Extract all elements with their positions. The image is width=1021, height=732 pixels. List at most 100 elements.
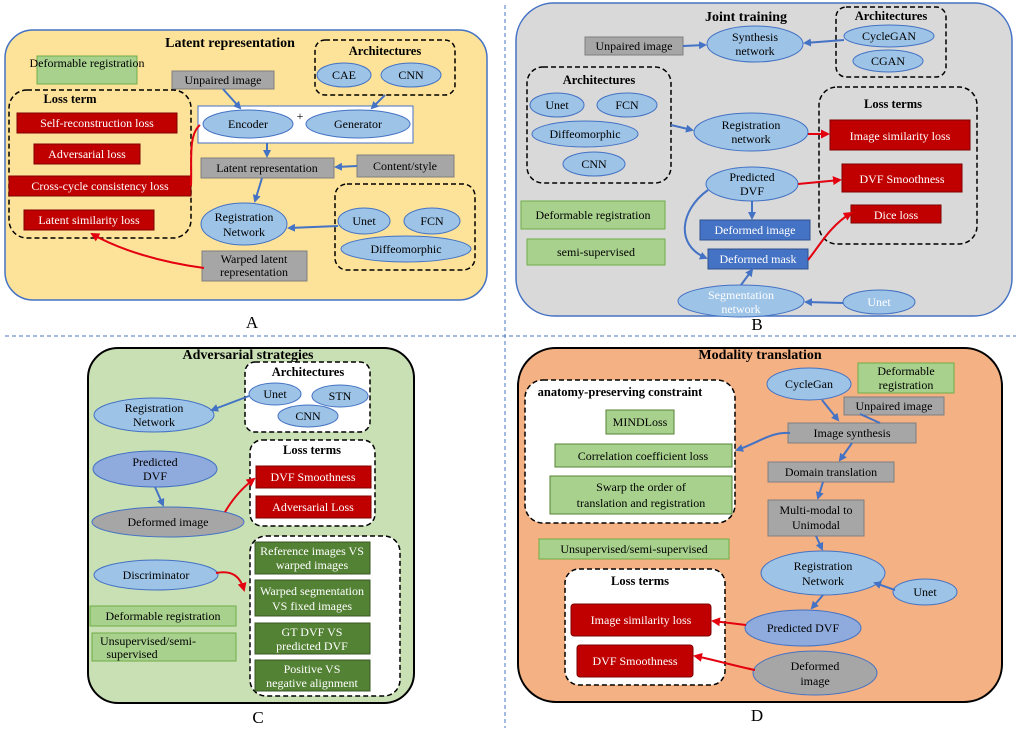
c-loss-title: Loss terms <box>283 443 341 457</box>
b-segmentation-label-1: Segmentation <box>708 288 774 302</box>
a-arch-title: Architectures <box>349 44 422 58</box>
b-semi-label: semi-supervised <box>557 245 635 259</box>
panel-a-title: Latent representation <box>165 36 295 51</box>
c-dvf-smooth-label: DVF Smoothness <box>270 470 355 484</box>
d-arrow-synth-domain <box>838 442 853 462</box>
c-strategy-2-box <box>254 579 371 617</box>
d-mm-label-1: Multi-modal to <box>780 503 853 517</box>
c-deformable-label: Deformable registration <box>106 609 221 623</box>
c-adv-label: Adversarial Loss <box>272 500 354 514</box>
a-arch2-box <box>334 183 476 271</box>
a-arrow-unpaired-encoder <box>222 88 242 110</box>
a-generator-ellipse <box>305 109 411 139</box>
b-unpaired-label: Unpaired image <box>596 39 673 53</box>
d-mind-box <box>605 409 675 435</box>
c-unet-ellipse <box>248 382 302 406</box>
d-cyclegan-label: CycleGan <box>785 377 833 391</box>
c-arch-title: Architectures <box>272 365 345 379</box>
d-reg-network-label-1: Registration <box>794 559 853 573</box>
b-segmentation-label-2: network <box>721 302 760 316</box>
c-cnn-ellipse <box>277 404 339 428</box>
a-reg-network-ellipse <box>200 202 288 246</box>
panel-d-letter: D <box>751 706 763 725</box>
d-unpaired-box <box>843 396 945 416</box>
c-deformed-label: Deformed image <box>128 515 209 529</box>
d-arrow-synth-corr <box>735 431 791 452</box>
c-strategy-2-label-2: VS fixed images <box>272 599 352 613</box>
c-cnn-label: CNN <box>295 409 321 423</box>
b-deformed-image-box <box>699 219 811 241</box>
d-mind-label: MINDLoss <box>613 415 668 429</box>
b-arrow-dvf-smooth <box>797 176 842 186</box>
c-reg-network-label-2: Network <box>133 415 175 429</box>
d-swarp-label-2: translation and registration <box>577 496 706 510</box>
d-arrow-mm-reg <box>815 535 824 551</box>
b-cgan-label: CGAN <box>871 54 905 68</box>
c-strategy-1-label-1: Reference images VS <box>260 544 364 558</box>
c-strategy-4-box <box>254 659 371 692</box>
b-arrow-arch-reg <box>670 124 694 133</box>
c-adv-box <box>255 495 372 519</box>
d-deformable-label-1: Deformable <box>877 364 934 378</box>
d-unpaired-label: Unpaired image <box>856 399 933 413</box>
c-unsup-label-2: supervised <box>106 647 157 661</box>
panel-a-letter: A <box>246 313 259 332</box>
a-unet-ellipse <box>337 207 391 235</box>
d-deformed-ellipse <box>752 650 878 696</box>
c-arrow-arch-reg <box>210 395 250 412</box>
c-predicted-dvf-label-1: Predicted <box>132 455 177 469</box>
b-cyclegan-label: CycleGAN <box>862 29 916 43</box>
b-predicted-dvf-label-2: DVF <box>740 184 764 198</box>
a-encoder-label: Encoder <box>228 117 268 131</box>
c-arrow-dvf-deformed <box>154 486 165 507</box>
c-strategy-2-label-1: Warped segmentation <box>260 584 364 598</box>
d-reg-network-label-2: Network <box>802 574 844 588</box>
panel-c: Adversarial strategies Architectures Une… <box>87 347 415 727</box>
b-arch-right-box <box>835 6 947 78</box>
a-warped-label-1: Warped latent <box>221 252 288 266</box>
c-strategy-3-box <box>254 622 371 655</box>
c-unsup-label-1: Unsupervised/semi- <box>100 634 196 648</box>
panel-b-title: Joint training <box>705 10 787 25</box>
a-content-style-label: Content/style <box>373 159 437 173</box>
a-warped-box <box>201 250 308 282</box>
b-deformed-mask-label: Deformed mask <box>720 252 797 266</box>
b-fcn-ellipse <box>596 92 658 118</box>
b-img-sim-label: Image similarity loss <box>850 129 951 143</box>
a-fcn-ellipse <box>403 207 461 235</box>
b-synthesis-label-2: network <box>735 44 774 58</box>
d-img-synth-label: Image synthesis <box>814 426 891 440</box>
a-arrow-content-latent <box>334 162 358 171</box>
a-cycle-label: Cross-cycle consistency loss <box>31 179 169 193</box>
panel-c-letter: C <box>252 708 263 727</box>
a-reg-network-label-2: Network <box>223 225 265 239</box>
panel-d: Modality translation CycleGan Deformable… <box>517 347 1003 725</box>
d-cyclegan-ellipse <box>766 367 852 401</box>
b-img-sim-box <box>829 119 971 151</box>
b-synthesis-label-1: Synthesis <box>732 30 778 44</box>
a-latent-rep-box <box>200 157 335 179</box>
c-strategy-3-label-1: GT DVF VS <box>282 625 343 639</box>
b-cgan-ellipse <box>852 49 924 73</box>
a-reg-network-label-1: Registration <box>215 210 274 224</box>
d-img-sim-box <box>570 603 712 637</box>
b-dvf-smooth-box <box>841 163 963 193</box>
c-strategy-3-label-2: predicted DVF <box>276 639 348 653</box>
c-stn-label: STN <box>329 389 352 403</box>
c-strategy-4-label-2: negative alignment <box>266 676 358 690</box>
d-unet-ellipse <box>892 578 958 606</box>
a-deformable-label: Deformable registration <box>30 56 145 70</box>
d-domain-box <box>767 461 895 483</box>
c-predicted-dvf-label-2: DVF <box>143 469 167 483</box>
a-arrow-arch-reg <box>287 223 339 232</box>
c-dvf-smooth-box <box>255 465 372 489</box>
panel-d-title: Modality translation <box>698 348 821 363</box>
a-cae-ellipse <box>316 62 372 88</box>
b-semi-box <box>526 238 666 266</box>
a-encoder-ellipse <box>202 109 294 139</box>
panel-b-letter: B <box>751 315 762 334</box>
a-unet-label: Unet <box>352 214 376 228</box>
panel-a: Latent representation Deformable registr… <box>4 29 488 332</box>
c-arrow-disc-strategy <box>215 571 247 592</box>
